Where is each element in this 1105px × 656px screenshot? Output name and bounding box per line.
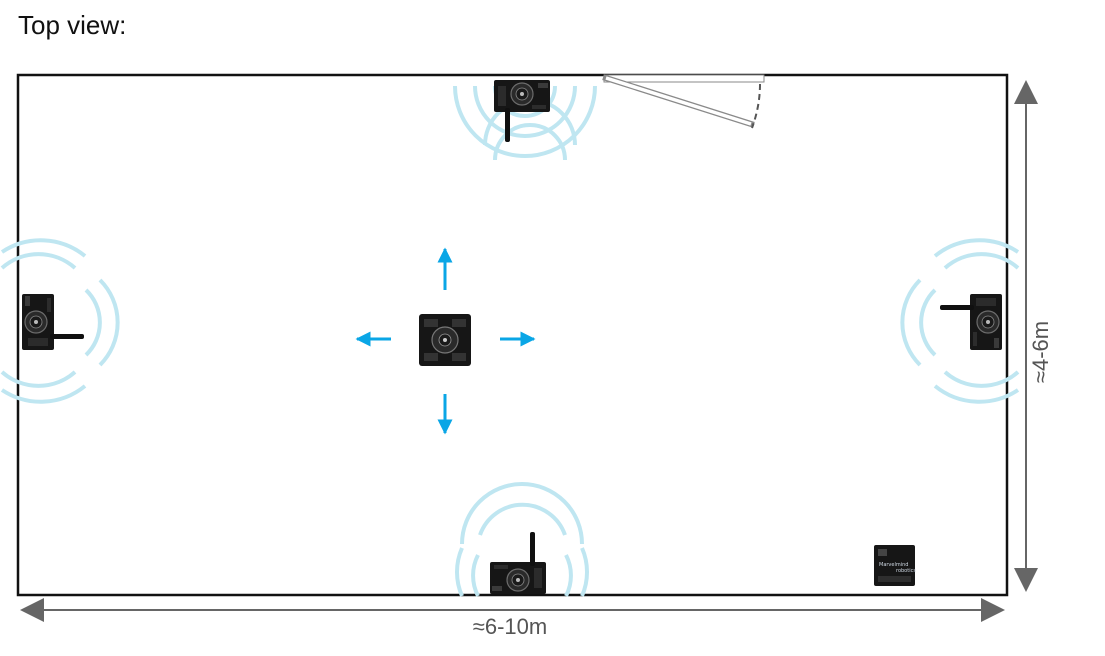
beacon-device-icon [489, 531, 547, 595]
beacon-bottom [454, 482, 590, 597]
mobile-beacon [355, 247, 536, 435]
beacon-left [0, 238, 120, 404]
diagram-title: Top view: [18, 10, 127, 40]
door-swing-arc [751, 83, 761, 129]
signal-waves-icon [454, 482, 590, 597]
beacon-device-icon [21, 293, 85, 351]
room-outline [16, 73, 1009, 597]
signal-waves-icon [900, 238, 1020, 404]
signal-waves-icon [0, 238, 120, 404]
door [602, 74, 765, 129]
modem-sub-text: robotics [896, 568, 916, 574]
beacon-device-icon [939, 293, 1003, 351]
beacon-right [900, 238, 1020, 404]
modem: Marvelmind robotics [874, 545, 916, 586]
depth-dimension-label: ≈4-6m [1028, 321, 1053, 383]
beacon-top [453, 79, 597, 161]
width-dimension-label: ≈6-10m [473, 614, 547, 639]
modem-brand-text: Marvelmind [879, 562, 908, 568]
